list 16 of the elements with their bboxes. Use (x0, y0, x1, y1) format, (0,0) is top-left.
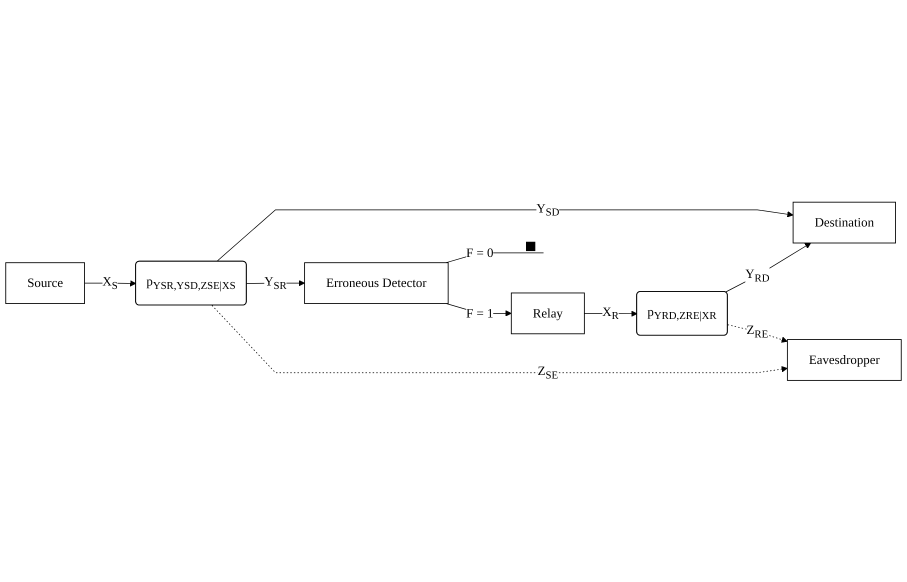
edge-label: F = 1 (466, 306, 494, 320)
edge-label: X$_{S}$ (102, 274, 118, 292)
node-box: Relay (510, 292, 585, 334)
edge-label: Y$_{SR}$ (264, 274, 287, 292)
node-box: Erroneous Detector (304, 262, 449, 304)
edge-label: F = 0 (466, 245, 494, 260)
node-box: Eavesdropper (786, 338, 902, 381)
edge-label: Z$_{RE}$ (746, 322, 768, 340)
node-box (526, 241, 536, 251)
edge-label: Z$_{SE}$ (538, 363, 558, 382)
edge-label: Y$_{SD}$ (536, 200, 560, 218)
node-box: Source (5, 262, 85, 304)
edge-label: Y$_{RD}$ (745, 266, 770, 284)
arrow (725, 242, 812, 292)
edge-label: X$_{R}$ (602, 304, 619, 322)
node-box: Destination (792, 201, 896, 244)
